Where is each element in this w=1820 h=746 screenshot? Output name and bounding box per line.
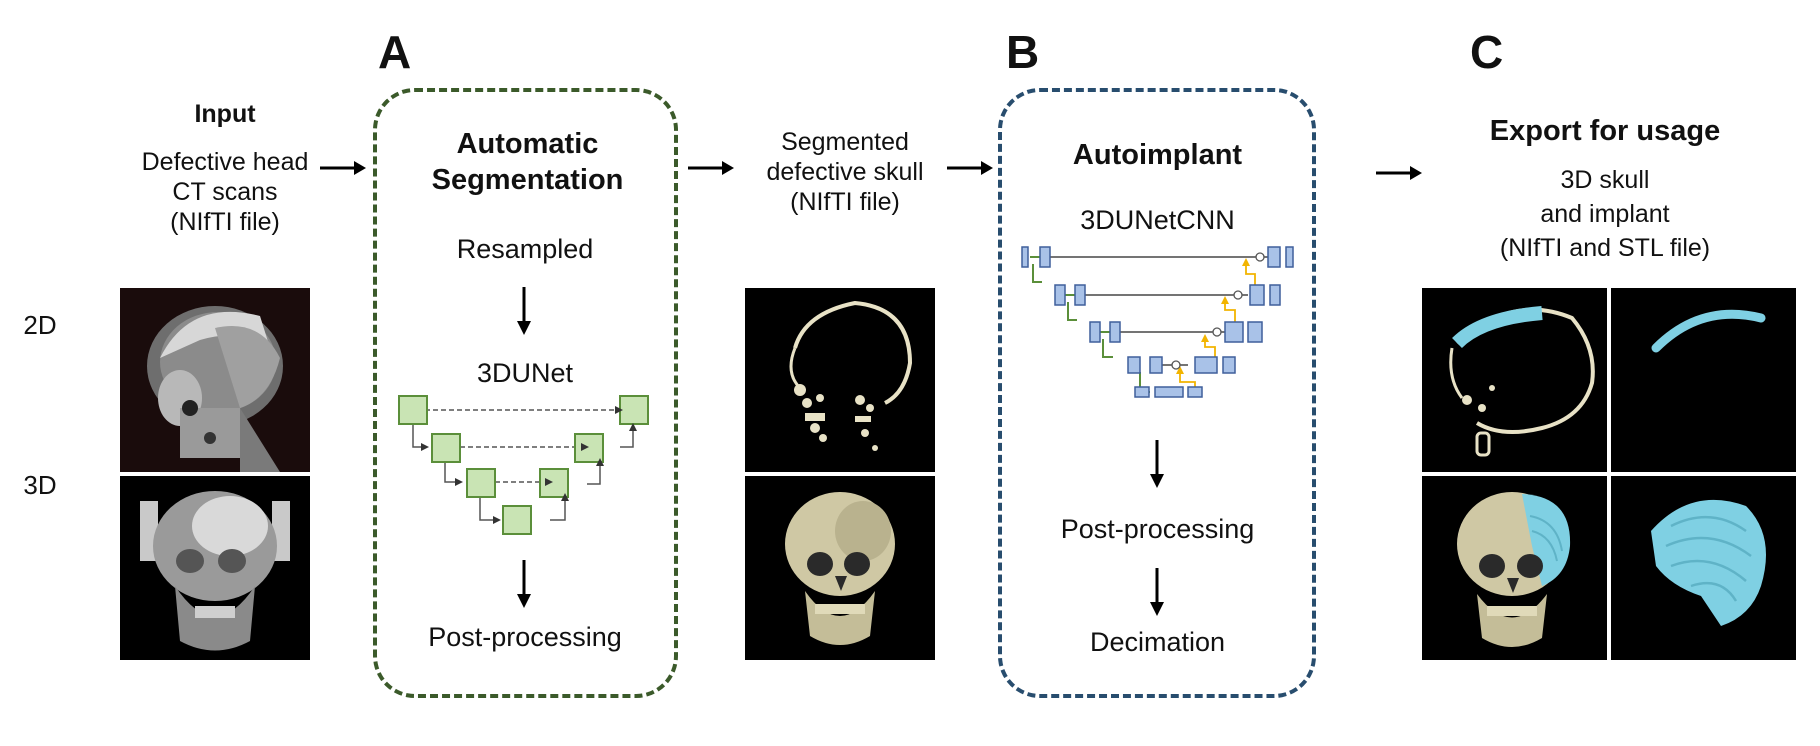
- arrow-postprocessing-down: [1150, 568, 1164, 616]
- export-2d-skull-implant-image: [1422, 288, 1607, 472]
- panel-c-line2: and implant: [1540, 200, 1670, 228]
- unet-architecture-icon: [398, 395, 649, 535]
- row-label-3d: 3D: [23, 470, 57, 500]
- panel-a-box: [373, 88, 678, 698]
- panel-c-line1: 3D skull: [1560, 166, 1650, 194]
- panel-b-letter: B: [1006, 26, 1040, 78]
- panel-a-step-resampled: Resampled: [456, 234, 594, 264]
- panel-c-title: Export for usage: [1489, 115, 1721, 147]
- export-2d-implant-image: [1611, 288, 1796, 472]
- panel-b-network-label: 3DUNetCNN: [1080, 205, 1235, 235]
- input-desc-line2: CT scans: [172, 178, 278, 206]
- input-2d-ct-image: [120, 288, 310, 472]
- panel-a-network-label: 3DUNet: [476, 358, 574, 388]
- panel-b-step-decimation: Decimation: [1089, 627, 1226, 657]
- input-title: Input: [194, 100, 256, 128]
- panel-c-letter: C: [1470, 26, 1504, 78]
- panel-a-step-postprocessing: Post-processing: [428, 622, 622, 652]
- arrow-unet-down: [517, 560, 531, 608]
- panel-b-box: [998, 88, 1316, 698]
- arrow-skull-to-autoimplant: [947, 161, 993, 175]
- arrow-input-to-segmentation: [320, 161, 366, 175]
- arrow-segmentation-to-skull: [688, 161, 734, 175]
- arrow-cnn-down: [1150, 440, 1164, 488]
- input-desc-line3: (NIfTI file): [170, 208, 280, 236]
- segmented-desc-line1: Segmented: [781, 128, 909, 156]
- arrow-autoimplant-to-export: [1376, 166, 1422, 180]
- panel-c-line3: (NIfTI and STL file): [1499, 234, 1711, 262]
- segmented-2d-image: [745, 288, 935, 472]
- panel-b-step-postprocessing: Post-processing: [1060, 514, 1255, 544]
- row-label-2d: 2D: [23, 310, 57, 340]
- segmented-desc-line2: defective skull: [766, 158, 924, 186]
- segmented-3d-image: [745, 476, 935, 660]
- input-3d-render-image: [120, 476, 310, 660]
- panel-b-title: Autoimplant: [1072, 139, 1243, 171]
- input-desc-line1: Defective head: [141, 148, 309, 176]
- panel-a-title: Automatic Segmentation: [431, 128, 624, 197]
- segmented-desc-line3: (NIfTI file): [790, 188, 900, 216]
- panel-a-letter: A: [378, 26, 412, 78]
- arrow-resampled-down: [517, 287, 531, 335]
- export-3d-implant-image: [1611, 476, 1796, 660]
- export-3d-skull-implant-image: [1422, 476, 1607, 660]
- unet-cnn-architecture-icon: [1021, 246, 1294, 398]
